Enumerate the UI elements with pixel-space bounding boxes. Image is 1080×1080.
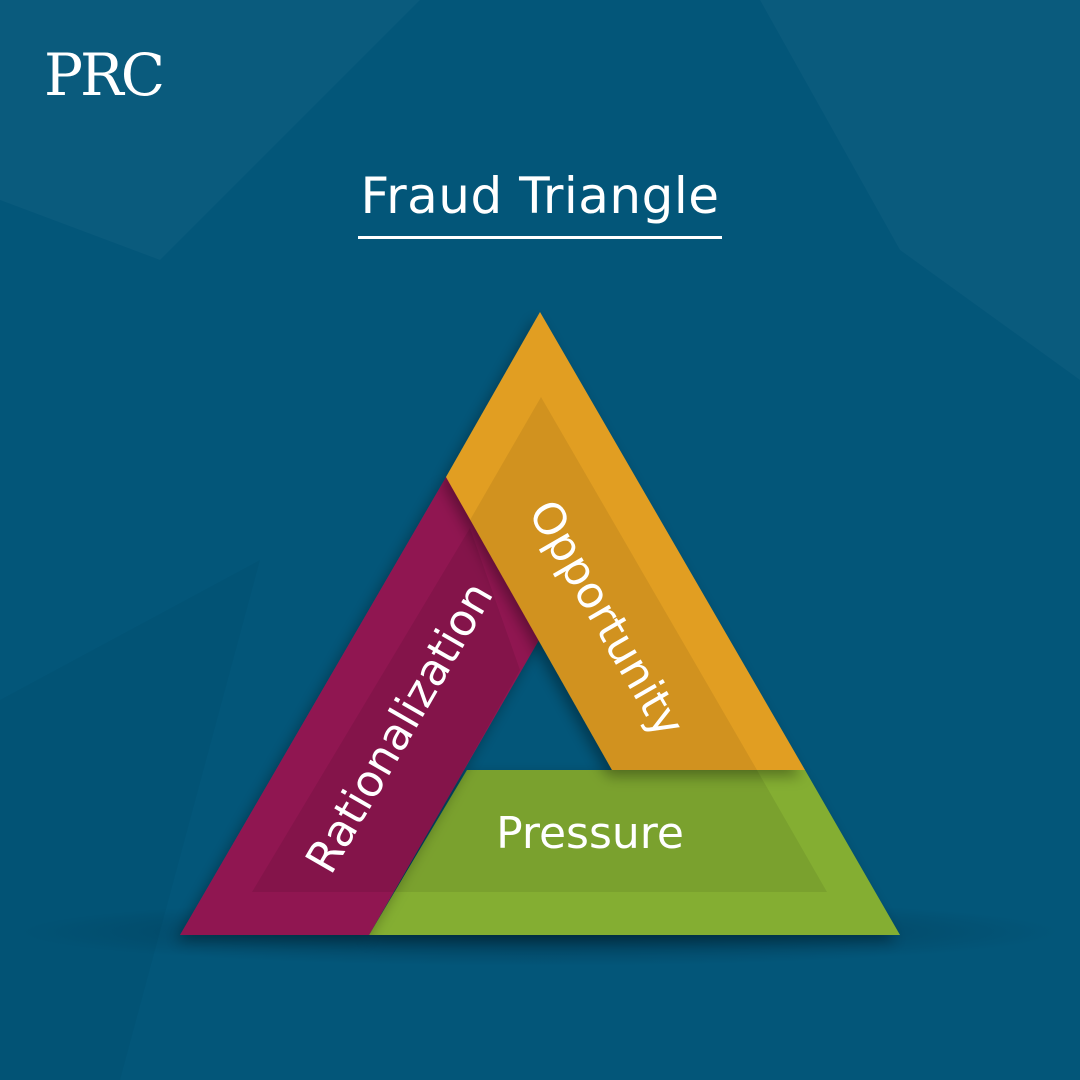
pressure-label: Pressure (496, 808, 684, 859)
opportunity-band (446, 312, 805, 770)
pressure-band (369, 770, 900, 935)
rationalization-band-inner (252, 528, 520, 892)
prc-logo: PRC (44, 41, 165, 109)
pressure-segment (369, 770, 900, 935)
rationalization-band (180, 477, 543, 935)
opportunity-segment (446, 312, 805, 770)
pressure-band-inner (395, 770, 827, 892)
opportunity-band-inner (470, 397, 757, 770)
page-title: Fraud Triangle (358, 167, 722, 239)
rationalization-segment (180, 477, 543, 935)
